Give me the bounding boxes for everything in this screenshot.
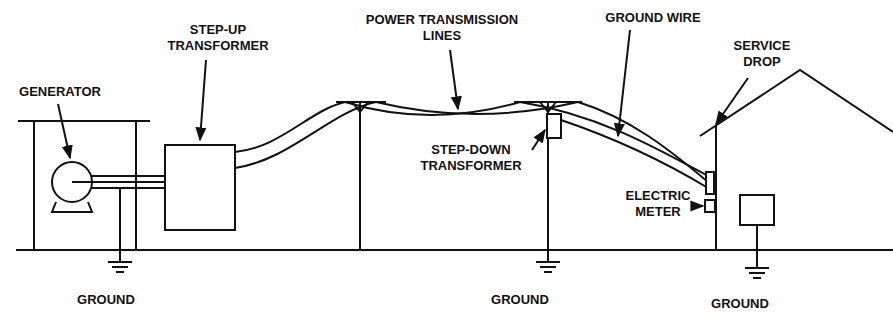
leader-arrow bbox=[532, 130, 545, 150]
leader-arrow bbox=[200, 60, 206, 140]
transmission-wire bbox=[235, 102, 345, 152]
callout-label: POWER TRANSMISSION LINES bbox=[352, 12, 532, 44]
transmission-wire bbox=[235, 102, 376, 168]
callout-label: GROUND WIRE bbox=[598, 10, 708, 26]
electric-meter bbox=[705, 200, 715, 212]
step-down-transformer bbox=[547, 114, 561, 138]
ground-line bbox=[16, 249, 893, 251]
leader-arrow bbox=[692, 205, 703, 207]
generator-symbol bbox=[52, 162, 165, 262]
ground-symbol bbox=[536, 262, 560, 272]
leader-arrow bbox=[58, 104, 70, 158]
callout-label: STEP-UP TRANSFORMER bbox=[158, 22, 278, 54]
utility-pole bbox=[336, 102, 386, 250]
callout-label: GROUND bbox=[480, 292, 560, 308]
leader-arrow bbox=[716, 78, 748, 124]
service-panel bbox=[740, 195, 774, 225]
utility-pole bbox=[514, 102, 582, 262]
leader-arrow bbox=[450, 50, 458, 109]
callout-label: ELECTRIC METER bbox=[618, 188, 698, 220]
ground-symbol bbox=[108, 262, 132, 272]
service-drop-wire bbox=[520, 102, 708, 176]
callout-label: GROUND bbox=[66, 292, 146, 308]
generator-house bbox=[18, 121, 150, 250]
callout-label: SERVICE DROP bbox=[722, 38, 802, 70]
ground-wire bbox=[561, 120, 708, 188]
house bbox=[700, 70, 893, 250]
leader-arrow bbox=[618, 30, 630, 136]
callout-label: GENERATOR bbox=[10, 84, 110, 100]
ground-symbol bbox=[745, 268, 769, 278]
callout-label: GROUND bbox=[700, 296, 780, 312]
ground-conductor bbox=[756, 225, 758, 268]
callout-label: STEP-DOWN TRANSFORMER bbox=[412, 142, 530, 174]
step-up-transformer bbox=[165, 145, 235, 230]
service-drop-wire bbox=[578, 102, 708, 182]
